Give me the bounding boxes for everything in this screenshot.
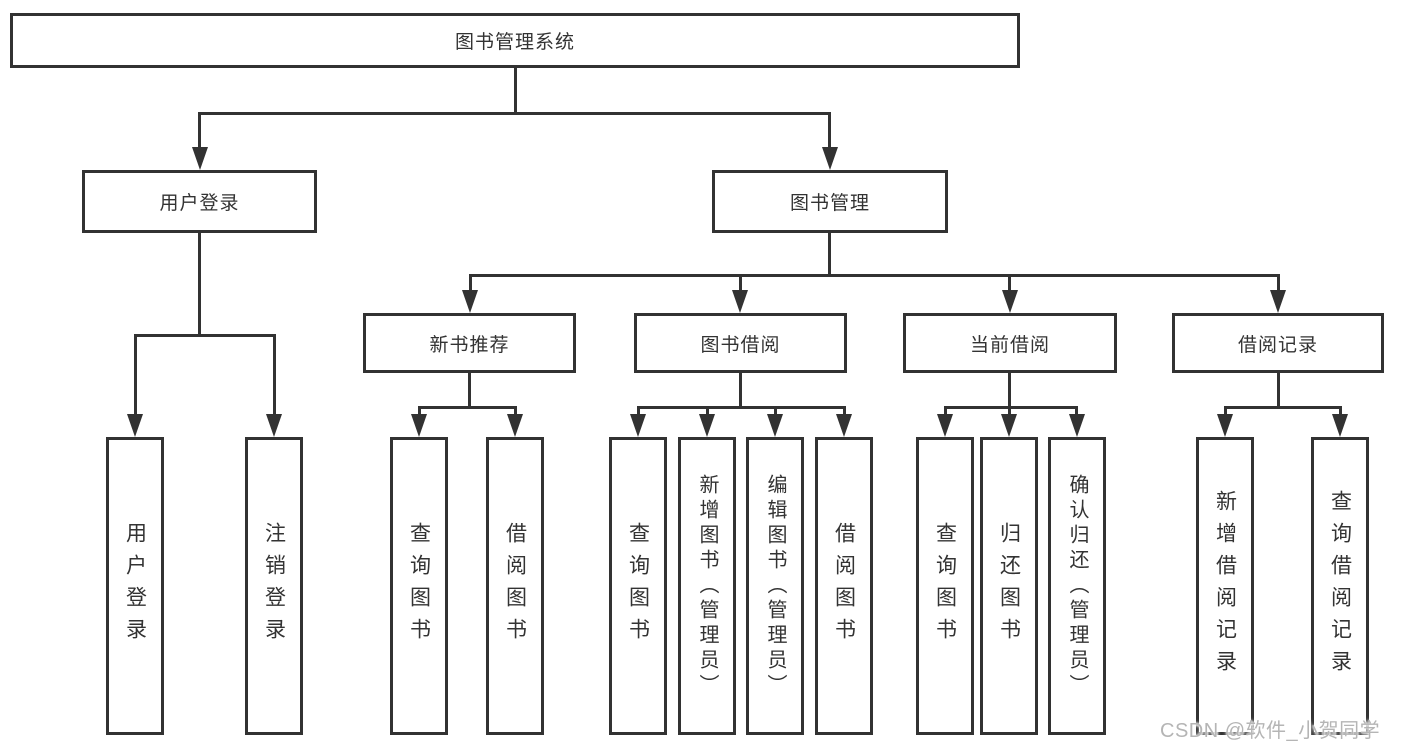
connector-newbook-stem (468, 373, 471, 408)
connector-bookmgmt-bar (469, 274, 1280, 277)
down-arrowhead (1217, 414, 1233, 437)
connector-drop-leaf (1075, 406, 1078, 420)
connector-current-stem (1008, 373, 1011, 408)
node-label: 图书管理系统 (454, 32, 575, 53)
leaf-borrow-books-2: 借阅图书 (815, 437, 873, 735)
node-label: 注销登录 (262, 522, 286, 650)
connector-drop-leaf (1008, 406, 1011, 420)
node-label: 查询图书 (626, 522, 650, 650)
connector-drop-leaf (1224, 406, 1227, 420)
connector-borrow-stem (739, 373, 742, 408)
connector-userlogin-stem (198, 233, 201, 337)
connector-drop-l3 (1008, 274, 1011, 296)
connector-drop-user-login (198, 112, 201, 152)
node-label: 确认归还（管理员） (1066, 473, 1088, 699)
node-label: 新增图书（管理员） (696, 473, 718, 699)
connector-borrow-bar (637, 406, 846, 409)
down-arrowhead (1001, 414, 1017, 437)
down-arrowhead (630, 414, 646, 437)
connector-bookmgmt-stem (828, 233, 831, 277)
down-arrowhead (699, 414, 715, 437)
connector-drop-l3 (469, 274, 472, 296)
node-label: 查询图书 (407, 522, 431, 650)
leaf-query-books-1: 查询图书 (390, 437, 448, 735)
node-label: 新书推荐 (429, 334, 510, 356)
down-arrowhead (1332, 414, 1348, 437)
connector-drop-leaf (418, 406, 421, 420)
leaf-query-borrow-record: 查询借阅记录 (1311, 437, 1369, 735)
down-arrowhead (732, 290, 748, 313)
down-arrowhead (937, 414, 953, 437)
node-label: 查询图书 (933, 522, 957, 650)
node-current-borrow: 当前借阅 (903, 313, 1117, 373)
node-label: 借阅记录 (1237, 334, 1318, 356)
leaf-add-books-admin: 新增图书（管理员） (678, 437, 736, 735)
leaf-add-borrow-record: 新增借阅记录 (1196, 437, 1254, 735)
down-arrowhead (836, 414, 852, 437)
down-arrowhead (822, 147, 838, 170)
down-arrowhead (192, 147, 208, 170)
down-arrowhead (1069, 414, 1085, 437)
node-label: 新增借阅记录 (1213, 490, 1237, 682)
down-arrowhead (1270, 290, 1286, 313)
node-book-management: 图书管理 (712, 170, 948, 233)
node-label: 编辑图书（管理员） (764, 473, 786, 699)
node-library-management-system: 图书管理系统 (10, 13, 1020, 68)
connector-drop-l3 (1277, 274, 1280, 296)
connector-drop-leaf (273, 334, 276, 420)
connector-drop-l3 (739, 274, 742, 296)
leaf-logout: 注销登录 (245, 437, 303, 735)
down-arrowhead (411, 414, 427, 437)
down-arrowhead (266, 414, 282, 437)
leaf-return-books: 归还图书 (980, 437, 1038, 735)
connector-drop-leaf (944, 406, 947, 420)
node-label: 查询借阅记录 (1328, 490, 1352, 682)
connector-current-bar (944, 406, 1078, 409)
down-arrowhead (127, 414, 143, 437)
leaf-borrow-books-1: 借阅图书 (486, 437, 544, 735)
leaf-query-books-2: 查询图书 (609, 437, 667, 735)
connector-drop-leaf (637, 406, 640, 420)
connector-records-bar (1224, 406, 1341, 409)
node-label: 当前借阅 (969, 334, 1050, 356)
down-arrowhead (1002, 290, 1018, 313)
csdn-watermark: CSDN @软件_小贺同学 (1160, 720, 1381, 742)
leaf-confirm-return-admin: 确认归还（管理员） (1048, 437, 1106, 735)
connector-userlogin-bar (134, 334, 276, 337)
connector-records-stem (1277, 373, 1280, 408)
connector-newbook-bar (418, 406, 517, 409)
node-new-book-recommend: 新书推荐 (363, 313, 576, 373)
leaf-user-login: 用户登录 (106, 437, 164, 735)
leaf-query-books-3: 查询图书 (916, 437, 974, 735)
node-label: 借阅图书 (832, 522, 856, 650)
node-label: 借阅图书 (503, 522, 527, 650)
connector-drop-leaf (706, 406, 709, 420)
node-label: 归还图书 (997, 522, 1021, 650)
node-borrow-records: 借阅记录 (1172, 313, 1384, 373)
leaf-edit-books-admin: 编辑图书（管理员） (746, 437, 804, 735)
connector-root-bar (198, 112, 831, 115)
connector-root-stem (514, 66, 517, 114)
connector-drop-leaf (843, 406, 846, 420)
connector-drop-book-mgmt (828, 112, 831, 152)
node-label: 用户登录 (123, 522, 147, 650)
down-arrowhead (462, 290, 478, 313)
connector-drop-leaf (514, 406, 517, 420)
node-user-login: 用户登录 (82, 170, 317, 233)
node-label: 图书管理 (789, 193, 870, 214)
connector-drop-leaf (1339, 406, 1342, 420)
down-arrowhead (767, 414, 783, 437)
node-book-borrow: 图书借阅 (634, 313, 847, 373)
connector-drop-leaf (774, 406, 777, 420)
node-label: 用户登录 (159, 193, 240, 214)
down-arrowhead (507, 414, 523, 437)
connector-drop-leaf (134, 334, 137, 420)
node-label: 图书借阅 (700, 334, 781, 356)
